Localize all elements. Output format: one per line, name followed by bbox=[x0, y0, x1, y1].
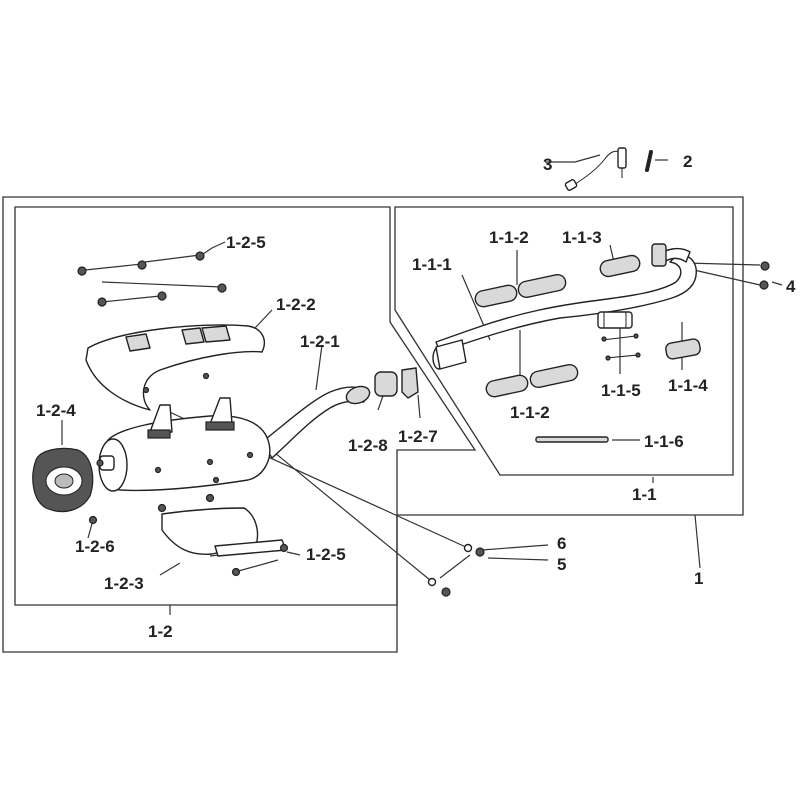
sleeve bbox=[374, 371, 398, 397]
clamp-top bbox=[474, 273, 567, 308]
group-1-1-outline bbox=[394, 206, 734, 476]
header-pipe bbox=[432, 243, 697, 370]
end-cap bbox=[32, 447, 94, 513]
label-5: 5 bbox=[557, 555, 566, 574]
label-1-1-4: 1-1-4 bbox=[668, 376, 708, 395]
inlet-pipe bbox=[261, 385, 371, 459]
label-1-1-6: 1-1-6 bbox=[644, 432, 684, 451]
label-1-2-3: 1-2-3 bbox=[104, 574, 144, 593]
label-3: 3 bbox=[543, 155, 552, 174]
fasteners bbox=[77, 251, 485, 597]
label-1-2-5-bottom: 1-2-5 bbox=[306, 545, 346, 564]
label-1-2-2: 1-2-2 bbox=[276, 295, 316, 314]
clamp-bottom bbox=[485, 363, 579, 398]
group-1-2-outline bbox=[14, 206, 477, 606]
label-6: 6 bbox=[557, 534, 566, 553]
springs bbox=[601, 333, 641, 361]
label-1: 1 bbox=[694, 569, 703, 588]
label-1-1-2-top: 1-1-2 bbox=[489, 228, 529, 247]
label-4: 4 bbox=[786, 277, 796, 296]
callout-labels: 1 1-1 1-1-1 1-1-2 1-1-2 1-1-3 1-1-4 1-1-… bbox=[36, 152, 796, 641]
label-2: 2 bbox=[683, 152, 692, 171]
oxygen-sensor bbox=[564, 147, 627, 191]
label-1-2-7: 1-2-7 bbox=[398, 427, 438, 446]
label-1-1-5: 1-1-5 bbox=[601, 381, 641, 400]
label-1-2-1: 1-2-1 bbox=[300, 332, 340, 351]
label-1-1-1: 1-1-1 bbox=[412, 255, 452, 274]
label-1-1: 1-1 bbox=[632, 485, 657, 504]
nuts-4 bbox=[759, 261, 770, 290]
label-1-2: 1-2 bbox=[148, 622, 173, 641]
small-clamp bbox=[665, 338, 701, 360]
gasket bbox=[599, 254, 641, 278]
label-1-2-6: 1-2-6 bbox=[75, 537, 115, 556]
heat-shield bbox=[85, 324, 266, 411]
label-1-2-5-top: 1-2-5 bbox=[226, 233, 266, 252]
label-1-1-2-bottom: 1-1-2 bbox=[510, 403, 550, 422]
label-1-2-4: 1-2-4 bbox=[36, 401, 76, 420]
pin bbox=[645, 150, 653, 172]
label-1-1-3: 1-1-3 bbox=[562, 228, 602, 247]
label-1-2-8: 1-2-8 bbox=[348, 436, 388, 455]
rod bbox=[535, 436, 609, 443]
muffler-body bbox=[98, 397, 271, 492]
bracket bbox=[401, 367, 419, 399]
lower-shield bbox=[161, 507, 287, 557]
